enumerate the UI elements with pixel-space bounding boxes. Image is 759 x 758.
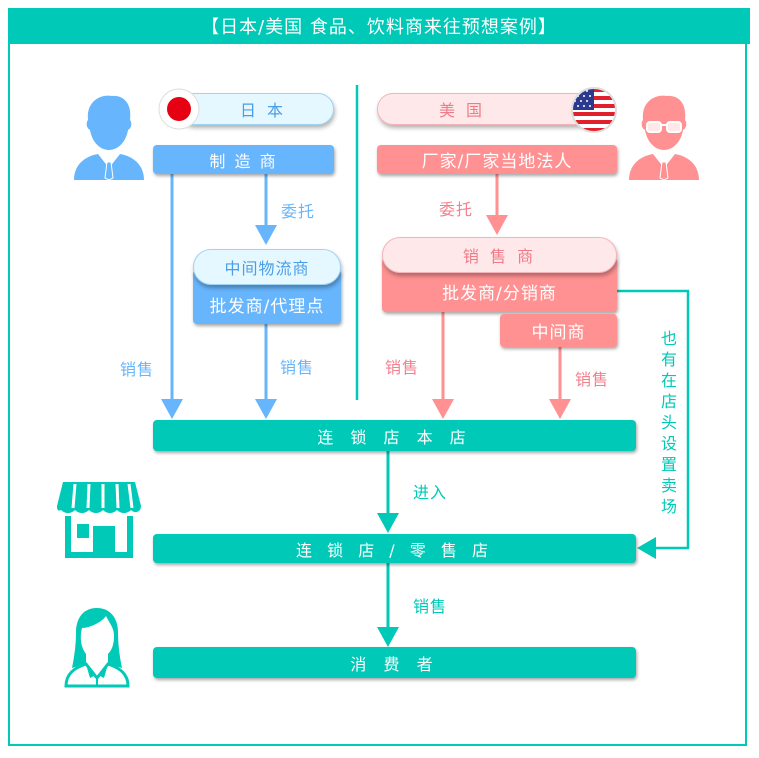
- us-sale-label-left: 销售: [385, 358, 420, 377]
- us-flag-icon: [571, 87, 617, 133]
- us-manufacturer-box: 厂家/厂家当地法人: [377, 145, 617, 174]
- japan-sale-label-left: 销售: [120, 360, 155, 379]
- us-arrow-entrust: [486, 174, 508, 235]
- japan-entrust-label: 委托: [281, 202, 316, 221]
- us-country-label: 美 国: [377, 93, 597, 125]
- us-distributor-pill: 销 售 商: [382, 237, 617, 273]
- side-bracket-arrow: [617, 289, 690, 559]
- japan-logistics-pill: 中间物流商: [193, 249, 341, 285]
- japan-manufacturer-box: 制 造 商: [153, 145, 334, 174]
- chain-retail-box: 连 锁 店 / 零 售 店: [153, 534, 636, 563]
- side-note-text: 也有在店头设置卖场: [660, 329, 677, 516]
- chain-hq-box: 连 锁 店 本 店: [153, 420, 636, 451]
- consumer-sale-label: 销售: [413, 597, 448, 616]
- japan-flag-icon: [158, 88, 200, 130]
- us-arrow-wholesaler-to-hq: [432, 312, 454, 419]
- us-middleman-box: 中间商: [500, 314, 617, 347]
- japan-arrow-entrust: [255, 174, 277, 245]
- arrow-retail-to-consumer: [377, 563, 399, 647]
- us-arrow-middleman-to-hq: [549, 347, 571, 419]
- businessman-glasses-icon: [629, 95, 699, 181]
- enter-label: 进入: [413, 483, 448, 502]
- us-sale-label-right: 销售: [575, 370, 610, 389]
- japan-arrow-manufacturer-to-hq: [161, 174, 183, 419]
- japan-country-label: 日 本: [178, 93, 334, 125]
- consumer-box: 消 费 者: [153, 647, 636, 678]
- businessman-icon: [74, 95, 144, 181]
- diagram-title: 【日本/美国 食品、饮料商来往预想案例】: [8, 8, 750, 44]
- store-icon: [57, 482, 141, 558]
- diagram-frame: [8, 8, 747, 746]
- us-entrust-label: 委托: [439, 200, 474, 219]
- japan-arrow-wholesaler-to-hq: [255, 324, 277, 419]
- japan-sale-label-right: 销售: [280, 358, 315, 377]
- arrow-hq-to-retail: [377, 451, 399, 533]
- woman-icon: [64, 608, 130, 688]
